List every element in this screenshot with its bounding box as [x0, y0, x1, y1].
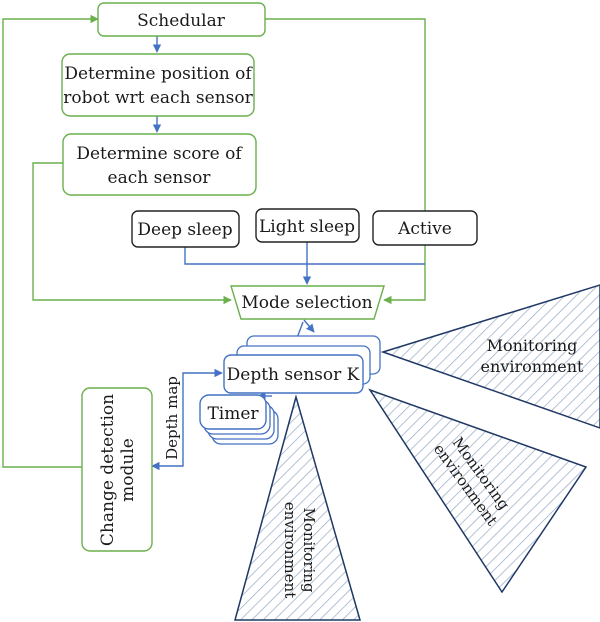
monitoring-right-line1: Monitoring — [487, 336, 578, 355]
depth-sensor-stack: Depth sensor K — [223, 335, 381, 394]
determine-position-box: Determine position of robot wrt each sen… — [61, 53, 255, 117]
monitoring-bottom-line2: environment — [281, 502, 299, 598]
light-sleep-box: Light sleep — [255, 208, 360, 243]
connector-score-to-mode — [32, 162, 232, 305]
determine-score-line1: Determine score of — [76, 144, 243, 164]
light-sleep-label: Light sleep — [259, 217, 355, 237]
change-detection-box: Change detection module — [81, 387, 153, 552]
monitoring-region-right: Monitoring environment — [380, 284, 600, 429]
green-connectors — [2, 14, 426, 468]
mode-selection-label: Mode selection — [241, 293, 372, 313]
connector-sensor-to-mode — [303, 319, 315, 333]
active-label: Active — [397, 219, 452, 239]
sensor-stack-front — [223, 354, 364, 394]
connector-depth-map — [151, 368, 223, 471]
timer-stack: Timer — [199, 394, 279, 445]
monitoring-region-bottom: Monitoring environment — [234, 394, 361, 621]
depth-sensor-label: Depth sensor K — [227, 365, 360, 385]
depth-map-label: Depth map — [163, 376, 181, 460]
timer-label: Timer — [207, 404, 259, 424]
monitoring-region-diagonal: Monitoring environment — [368, 388, 588, 594]
change-detection-line1: Change detection — [98, 394, 118, 546]
timer-stack-front — [199, 394, 267, 430]
deep-sleep-box: Deep sleep — [131, 210, 240, 248]
schedular-box: Schedular — [97, 2, 266, 37]
active-box: Active — [372, 210, 478, 246]
determine-position-line1: Determine position of — [64, 64, 253, 84]
monitoring-right-line2: environment — [481, 357, 584, 376]
connector-schedular-to-mode — [265, 18, 426, 305]
connector-change-to-schedular — [2, 14, 99, 468]
deep-sleep-label: Deep sleep — [137, 220, 232, 240]
determine-position-line2: robot wrt each sensor — [63, 88, 253, 108]
determine-score-box: Determine score of each sensor — [62, 133, 257, 196]
change-detection-line2: module — [118, 438, 138, 502]
determine-score-line2: each sensor — [108, 168, 212, 188]
connector-deep-sleep — [184, 247, 425, 265]
schedular-label: Schedular — [137, 11, 226, 31]
monitoring-bottom-line1: Monitoring — [300, 507, 318, 593]
mode-selection-node: Mode selection — [230, 285, 385, 320]
